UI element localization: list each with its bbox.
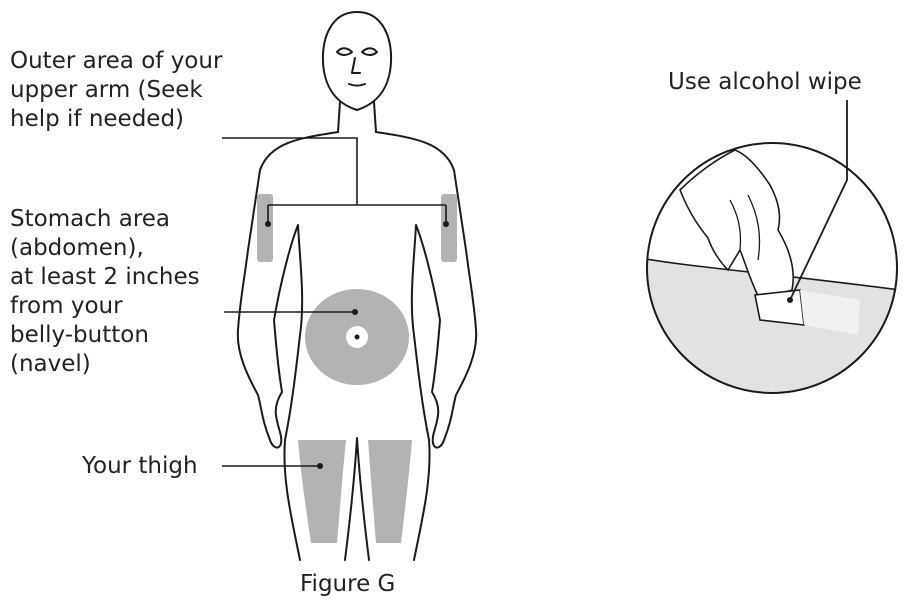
left-thigh-area bbox=[298, 440, 346, 543]
alcohol-wipe-label: Use alcohol wipe bbox=[668, 68, 862, 97]
upper-arm-label-line-2: upper arm (Seek bbox=[10, 76, 222, 105]
stomach-label-line-4: from your bbox=[10, 292, 200, 321]
left-arm-dot bbox=[265, 221, 271, 227]
neck-left bbox=[338, 102, 340, 132]
nose bbox=[352, 58, 360, 73]
wipe-leader-line bbox=[790, 100, 847, 300]
navel-dot bbox=[355, 335, 360, 340]
legs-inner bbox=[345, 438, 369, 560]
stomach-label: Stomach area (abdomen), at least 2 inche… bbox=[10, 205, 200, 379]
wipe-dot bbox=[787, 297, 793, 303]
body-outline bbox=[238, 12, 476, 560]
wipe-pad bbox=[755, 290, 804, 325]
stomach-dot bbox=[352, 309, 358, 315]
mouth bbox=[349, 84, 365, 86]
right-thigh-area bbox=[368, 440, 412, 543]
upper-arm-label-line-1: Outer area of your bbox=[10, 47, 222, 76]
upper-arm-label: Outer area of your upper arm (Seek help … bbox=[10, 47, 222, 134]
right-arm-dot bbox=[443, 221, 449, 227]
stomach-label-line-2: (abdomen), bbox=[10, 234, 200, 263]
left-eye bbox=[337, 48, 352, 55]
upper-arm-label-line-3: help if needed) bbox=[10, 105, 222, 134]
thigh-label: Your thigh bbox=[82, 452, 198, 481]
stomach-label-line-3: at least 2 inches bbox=[10, 263, 200, 292]
neck-right bbox=[374, 102, 376, 132]
stomach-label-line-5: belly-button bbox=[10, 321, 200, 350]
head-outline bbox=[323, 12, 391, 110]
stomach-label-line-6: (navel) bbox=[10, 350, 200, 379]
thigh-dot bbox=[317, 463, 323, 469]
right-eye bbox=[362, 48, 377, 55]
figure-caption: Figure G bbox=[300, 570, 395, 599]
stomach-label-line-1: Stomach area bbox=[10, 205, 200, 234]
arm-leader-line bbox=[222, 138, 446, 222]
alcohol-wipe-inset bbox=[640, 150, 900, 400]
